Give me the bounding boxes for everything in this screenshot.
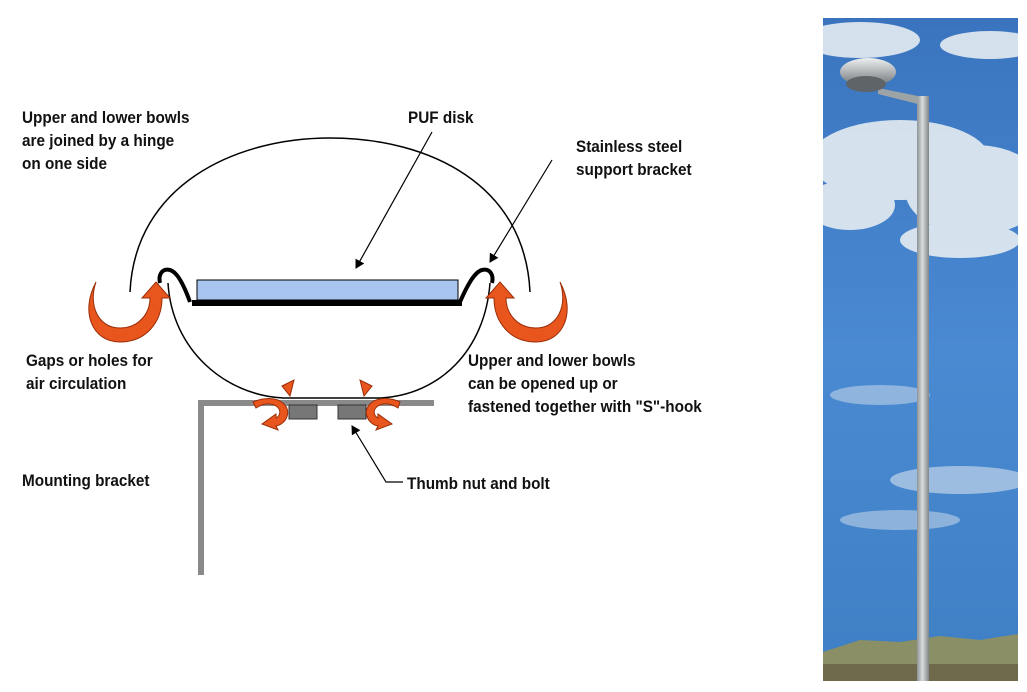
airflow-arrow-right [484, 281, 568, 343]
label-bowls-open: Upper and lower bowls can be opened up o… [468, 351, 702, 416]
mounting-bracket-horizontal [198, 400, 434, 406]
puf-disk-pointer [355, 131, 433, 269]
airflow-arrow-bottom-left [252, 379, 295, 431]
label-puf-disk: PUF disk [408, 108, 474, 127]
thumb-nut-bolt-1 [288, 404, 318, 420]
support-bracket-left [157, 267, 192, 303]
lower-bowl [167, 282, 491, 399]
label-gaps: Gaps or holes for air circulation [26, 351, 153, 393]
airflow-arrow-left [88, 281, 172, 343]
upper-bowl [129, 137, 531, 293]
support-bracket-right [458, 267, 495, 303]
label-support-bracket: Stainless steel support bracket [576, 137, 692, 179]
label-hinge: Upper and lower bowls are joined by a hi… [22, 108, 190, 173]
thumb-nut-pointer [351, 425, 403, 483]
label-thumb-nut: Thumb nut and bolt [407, 474, 550, 493]
airflow-arrow-bottom-right [359, 379, 401, 431]
thumb-nut-bolt-2 [337, 404, 367, 420]
puf-disk [196, 279, 459, 301]
support-bracket-pointer [489, 159, 553, 263]
puf-disk-support-plate [192, 300, 462, 306]
mounting-bracket-vertical [198, 400, 204, 575]
label-mounting-bracket: Mounting bracket [22, 471, 150, 490]
